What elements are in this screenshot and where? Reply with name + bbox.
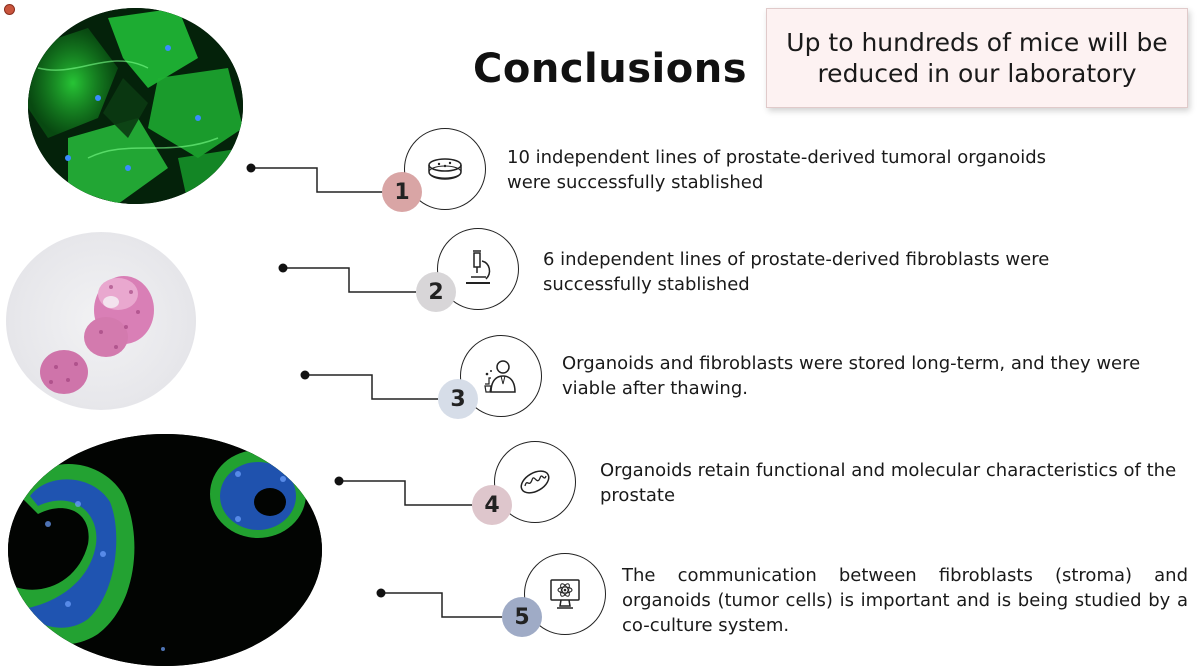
recording-indicator-icon bbox=[4, 4, 15, 15]
item-3-number-badge: 3 bbox=[438, 379, 478, 419]
item-5-number-badge: 5 bbox=[502, 597, 542, 637]
petri-dish-icon bbox=[428, 158, 462, 180]
microscope-icon bbox=[466, 250, 491, 284]
item-1-number-badge: 1 bbox=[382, 172, 422, 212]
mitochondria-icon bbox=[520, 470, 550, 494]
fluorescence-organoids-image bbox=[8, 434, 322, 666]
item-1-text: 10 independent lines of prostate-derived… bbox=[507, 147, 1047, 193]
item-2-number-badge: 2 bbox=[416, 272, 456, 312]
callout-box: Up to hundreds of mice will be reduced i… bbox=[766, 8, 1188, 108]
computer-atom-icon bbox=[550, 579, 580, 609]
item-4-number-badge: 4 bbox=[472, 485, 512, 525]
slide-title: Conclusions bbox=[473, 46, 747, 92]
item-2-text: 6 independent lines of prostate-derived … bbox=[543, 249, 1050, 295]
histology-stained-organoids-image bbox=[6, 232, 196, 410]
item-3-text: Organoids and fibroblasts were stored lo… bbox=[562, 353, 1141, 399]
scientist-icon bbox=[484, 360, 516, 393]
fluorescence-microscopy-fibroblasts-image bbox=[28, 8, 243, 204]
item-5-text: The communication between fibroblasts (s… bbox=[622, 565, 1188, 636]
item-4-text: Organoids retain functional and molecula… bbox=[600, 460, 1177, 506]
callout-text: Up to hundreds of mice will be reduced i… bbox=[786, 28, 1168, 88]
